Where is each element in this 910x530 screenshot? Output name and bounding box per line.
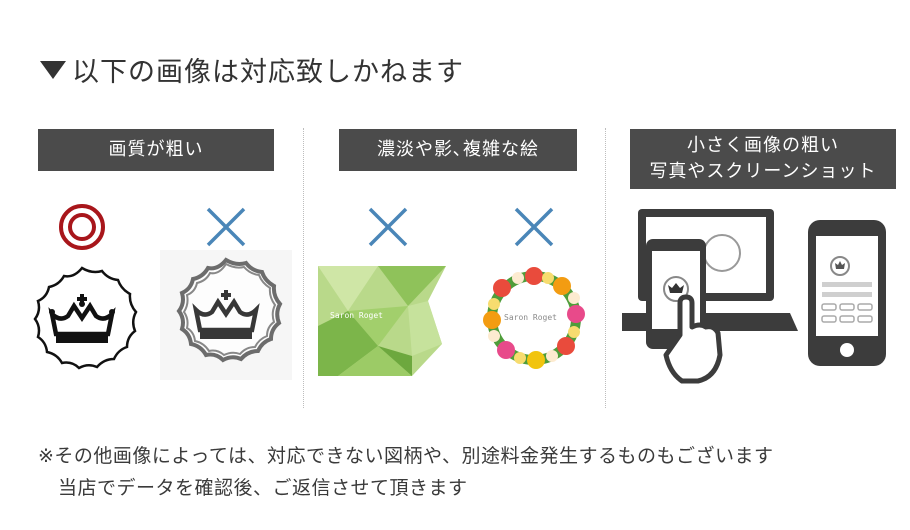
crown-seal-clean-image [33, 266, 138, 370]
column-label-small-screenshot: 小さく画像の粗い 写真やスクリーンショット [630, 129, 896, 189]
page-title-text: 以下の画像は対応致しかねます [72, 57, 464, 88]
page-title: 以下の画像は対応致しかねます [40, 50, 464, 89]
sample-caption: Saron Roget [504, 313, 557, 322]
triangle-down-icon [40, 61, 66, 79]
footnote-line2: 当店でデータを確認後、ご返信させて頂きます [58, 477, 468, 499]
footnote: ※その他画像によっては、対応できない図柄や、別途料金発生するものもございます 当… [38, 440, 773, 504]
column-divider [303, 128, 304, 408]
cross-icon [368, 207, 408, 247]
column-label-low-quality: 画質が粗い [38, 129, 274, 171]
phone-screenshot-image [808, 220, 886, 366]
cross-icon [206, 207, 246, 247]
flower-wreath-image: Saron Roget [483, 267, 585, 369]
column-label-line1: 小さく画像の粗い [687, 135, 839, 156]
sample-caption: Saron Roget [330, 311, 383, 320]
double-circle-icon [59, 204, 105, 250]
column-divider [605, 128, 606, 408]
crown-seal-rough-image [160, 250, 292, 380]
cross-icon [514, 207, 554, 247]
column-label-line2: 写真やスクリーンショット [649, 161, 877, 182]
footnote-line1: ※その他画像によっては、対応できない図柄や、別途料金発生するものもございます [38, 445, 774, 467]
laptop-phone-screenshot-image [622, 209, 798, 384]
column-label-complex-shading: 濃淡や影､複雑な絵 [339, 129, 577, 171]
green-polygon-image: Saron Roget [318, 266, 446, 376]
